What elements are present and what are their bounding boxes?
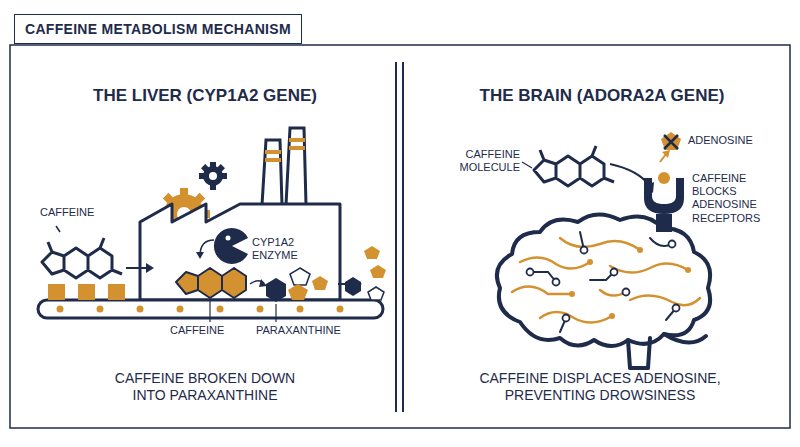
part-label: PARAXANTHINE [256, 324, 356, 337]
part-label: CAFFEINE [40, 206, 110, 219]
caption-text: CAFFEINE BROKEN DOWN INTO PARAXANTHINE [110, 370, 300, 404]
caption-text: CAFFEINE DISPLACES ADENOSINE, PREVENTING… [465, 370, 735, 404]
part-label: CAFFEINE BLOCKS ADENOSINE RECEPTORS [692, 172, 766, 225]
part-label: CYP1A2 ENZYME [252, 236, 312, 262]
part-label: ADENOSINE [688, 134, 778, 147]
part-label: CAFFEINE MOLECULE [448, 148, 520, 174]
section-heading: THE BRAIN (ADORA2A GENE) [452, 86, 752, 106]
part-label: CAFFEINE [170, 324, 250, 337]
title-box: CAFFEINE METABOLISM MECHANISM [14, 14, 302, 44]
section-heading: THE LIVER (CYP1A2 GENE) [60, 86, 350, 106]
